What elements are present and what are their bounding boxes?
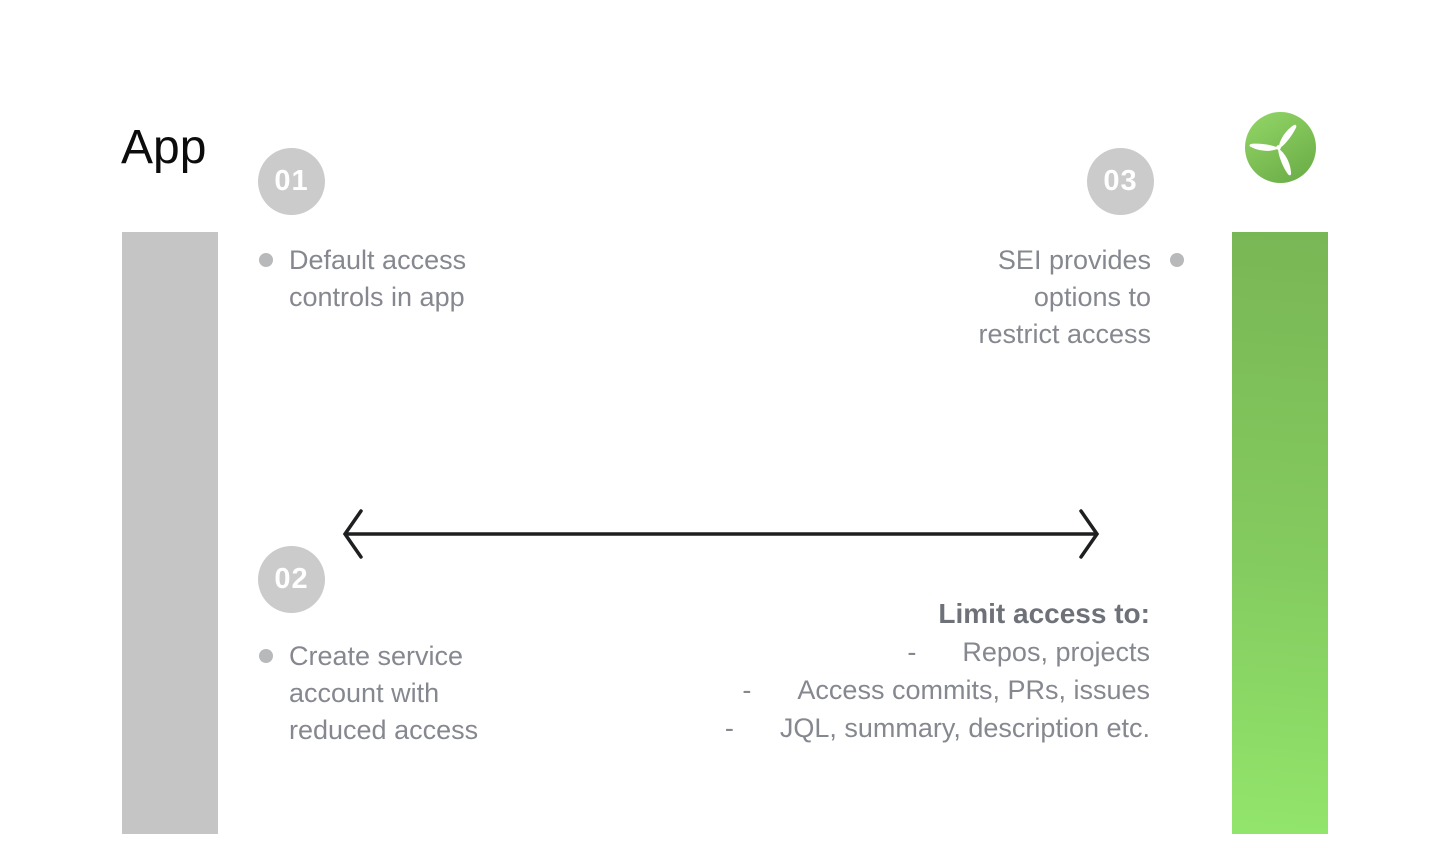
limit-item-text: Repos, projects — [962, 637, 1150, 667]
step-number: 02 — [274, 563, 309, 595]
note-line: Default access — [289, 245, 467, 275]
note-line: SEI provides — [997, 245, 1151, 275]
limit-access-item: - JQL, summary, description etc. — [725, 709, 1150, 747]
dash-marker: - — [742, 675, 752, 705]
note-text: SEI provides options to restrict access — [978, 242, 1151, 353]
note-line: reduced access — [289, 715, 479, 745]
dash-marker: - — [907, 637, 917, 667]
page-title: App — [121, 121, 207, 174]
bullet-dot-icon — [1170, 253, 1184, 267]
step-badge-03: 03 — [1087, 148, 1154, 215]
limit-access-heading: Limit access to: — [938, 598, 1150, 629]
propeller-logo-icon — [1245, 112, 1316, 183]
note-step-01: Default access controls in app — [259, 242, 466, 316]
step-number: 01 — [274, 165, 309, 197]
dash-marker: - — [724, 713, 734, 743]
note-line: Create service — [289, 641, 464, 671]
limit-access-item: - Access commits, PRs, issues — [725, 671, 1150, 709]
note-text: Default access controls in app — [289, 242, 466, 316]
note-step-02: Create service account with reduced acce… — [259, 638, 478, 749]
note-step-03: SEI provides options to restrict access — [978, 242, 1184, 353]
note-line: restrict access — [978, 319, 1151, 349]
note-line: controls in app — [289, 282, 465, 312]
app-column-bar — [122, 232, 218, 834]
sei-column-bar — [1232, 232, 1328, 834]
limit-item-text: JQL, summary, description etc. — [779, 713, 1150, 743]
limit-item-text: Access commits, PRs, issues — [797, 675, 1150, 705]
bullet-dot-icon — [259, 649, 273, 663]
note-text: Create service account with reduced acce… — [289, 638, 478, 749]
limit-access-item: - Repos, projects — [725, 633, 1150, 671]
limit-access-block: Limit access to: - Repos, projects - Acc… — [725, 595, 1150, 747]
note-line: options to — [1033, 282, 1151, 312]
step-badge-02: 02 — [258, 546, 325, 613]
bullet-dot-icon — [259, 253, 273, 267]
step-badge-01: 01 — [258, 148, 325, 215]
bidirectional-arrow-icon — [331, 502, 1111, 571]
step-number: 03 — [1103, 165, 1138, 197]
note-line: account with — [289, 678, 440, 708]
